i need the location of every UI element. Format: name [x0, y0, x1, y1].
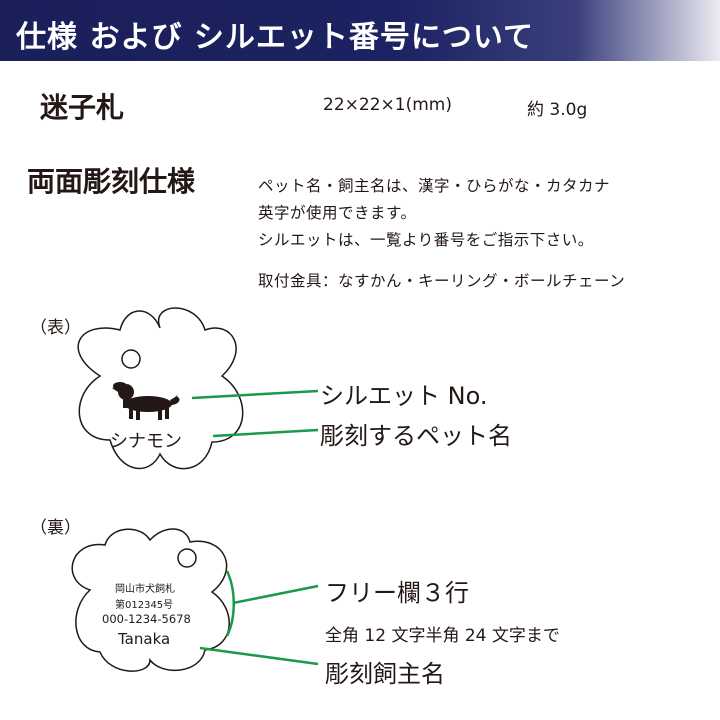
engraving-label: 両面彫刻仕様 [27, 165, 196, 198]
free-line-1: 岡山市犬飼札 [115, 584, 175, 595]
owner-callout: 彫刻飼主名 [325, 660, 445, 688]
fittings-text: 取付金具：なすかん・キーリング・ボールチェーン [258, 272, 626, 290]
engraving-desc-line-3: シルエットは、一覧より番号をご指示下さい。 [258, 231, 594, 249]
page-title: 仕様 および シルエット番号について [16, 20, 534, 55]
front-label: （表） [30, 318, 81, 338]
silhouette-leader-line [191, 389, 319, 400]
owner-leader-line [199, 646, 319, 666]
free-line-3: 000-1234-5678 [102, 612, 191, 626]
spec-label: 迷子札 [40, 91, 125, 124]
front-tag-hole [121, 349, 141, 369]
pet-name-callout: 彫刻するペット名 [320, 422, 512, 450]
dog-silhouette-icon [112, 382, 180, 420]
name-leader-line [212, 428, 319, 438]
char-limit-note: 全角 12 文字半角 24 文字まで [325, 626, 560, 646]
silhouette-callout: シルエット No. [320, 382, 488, 410]
back-tag-shape [71, 528, 230, 672]
engraving-desc-line-1: ペット名・飼主名は、漢字・ひらがな・カタカナ [258, 177, 611, 195]
front-tag-shape [77, 307, 244, 470]
back-owner-name: Tanaka [118, 630, 171, 648]
spec-size: 22×22×1(mm) [323, 95, 452, 115]
spec-weight: 約 3.0g [527, 100, 588, 120]
header-banner: 仕様 および シルエット番号について [0, 0, 720, 61]
back-label: （裏） [30, 518, 81, 538]
front-pet-name: シナモン [110, 431, 182, 452]
free-field-leader-line [232, 584, 319, 605]
free-line-2: 第012345号 [115, 600, 174, 611]
back-tag-hole [177, 548, 197, 568]
engraving-desc-line-2: 英字が使用できます。 [258, 204, 417, 222]
free-field-callout: フリー欄３行 [325, 579, 469, 607]
